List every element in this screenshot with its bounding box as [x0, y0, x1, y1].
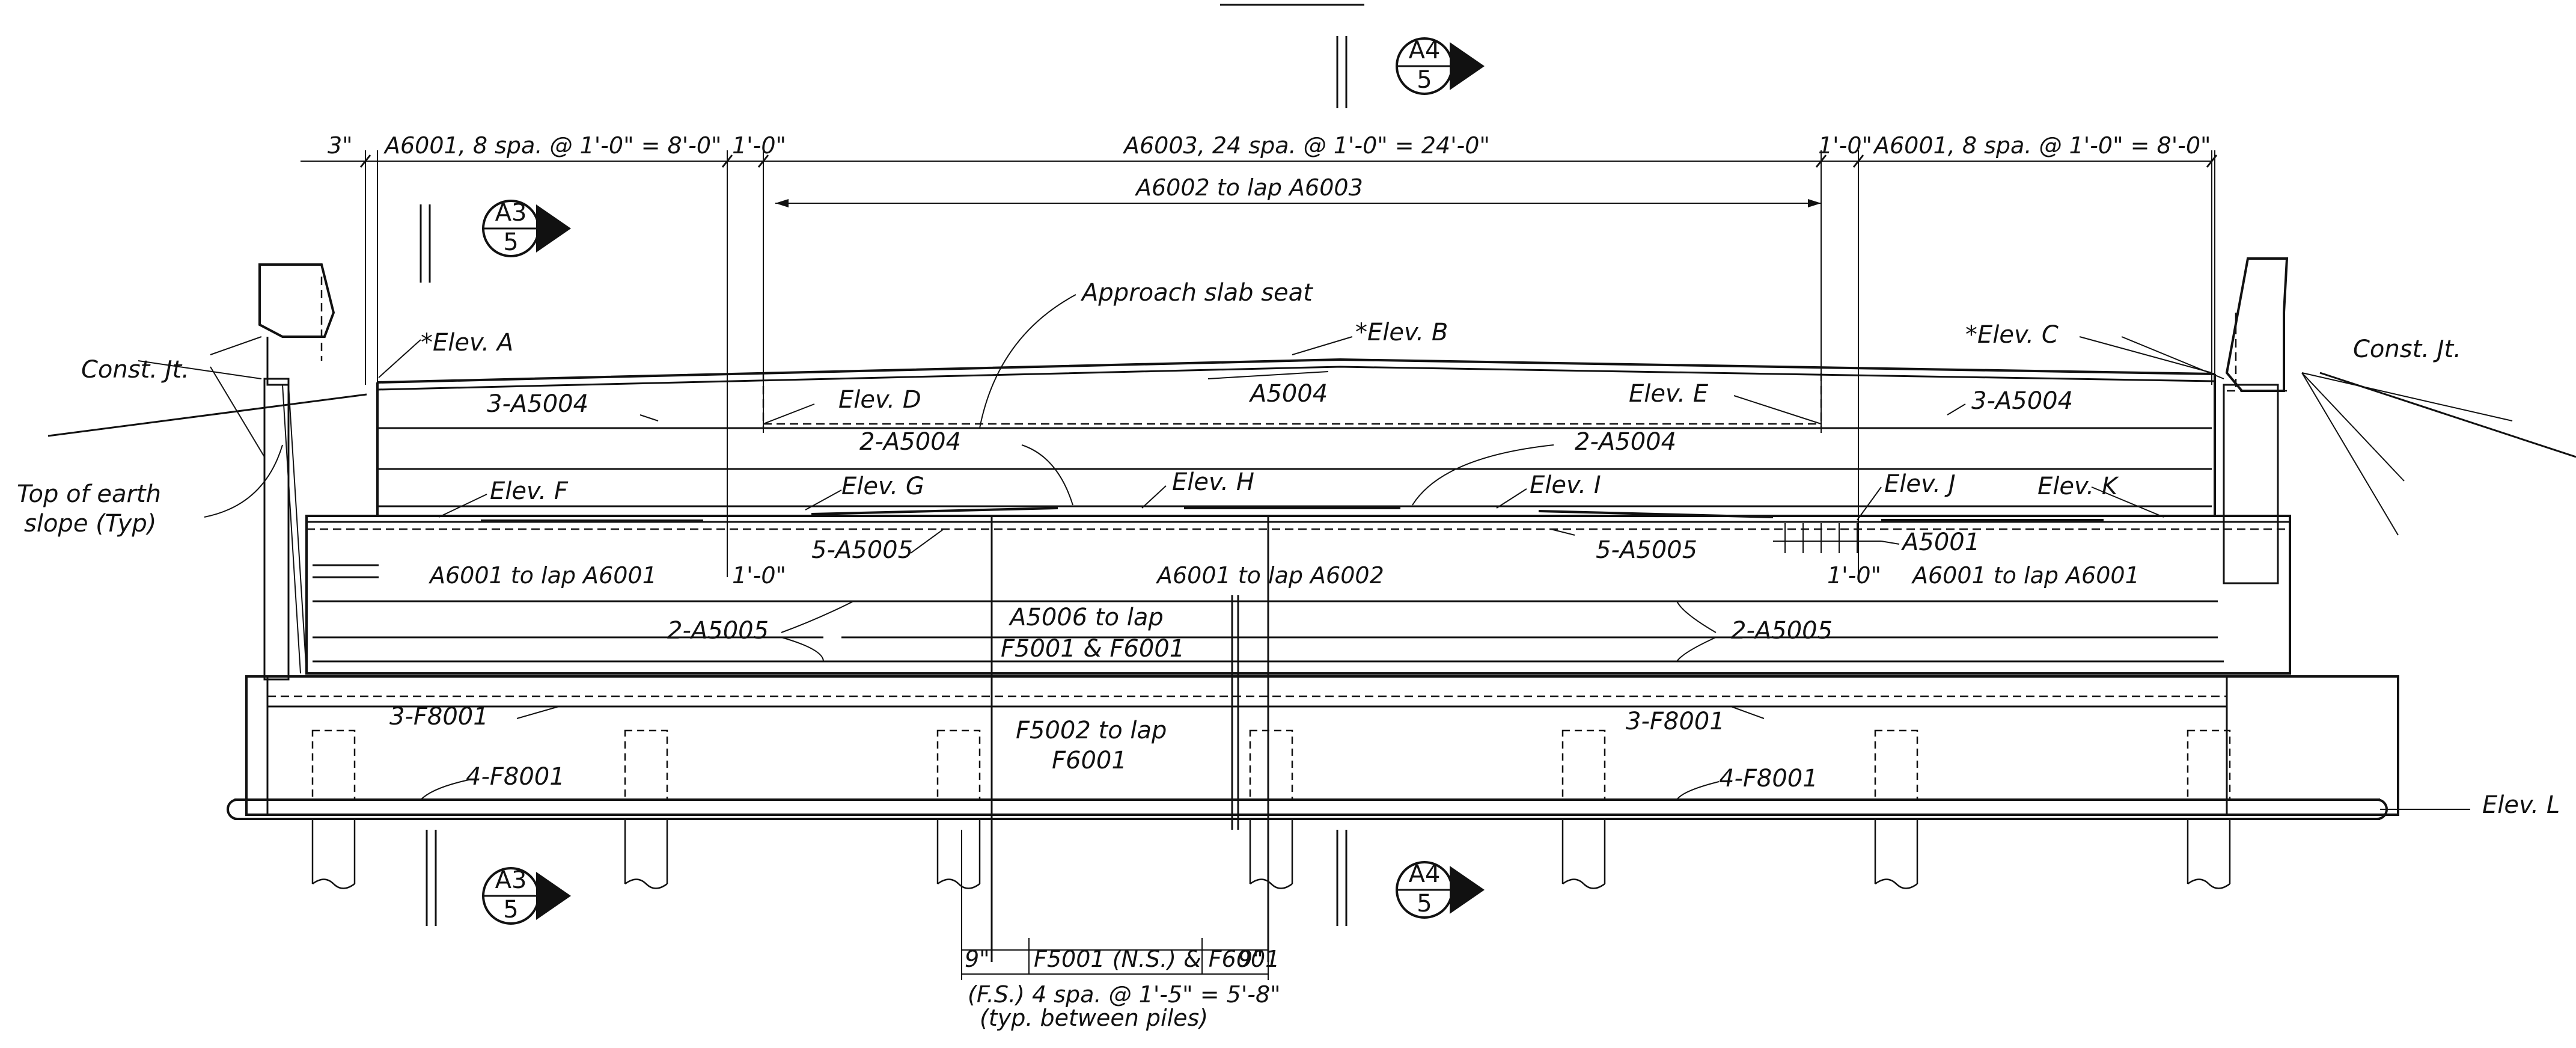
- section-number: 5: [1417, 66, 1432, 94]
- label-const-jt-left: Const. Jt.: [81, 356, 189, 384]
- label-bar-f5002-line2: F6001: [1052, 747, 1127, 774]
- label-elev-f: Elev. F: [490, 477, 569, 505]
- section-number: 5: [1417, 890, 1432, 918]
- label-elev-e: Elev. E: [1629, 380, 1709, 408]
- section-letter: A4: [1409, 860, 1441, 888]
- label-bar-a5006-line2: F5001 & F6001: [1001, 635, 1185, 663]
- section-letter: A3: [495, 199, 527, 227]
- dim-1ft-c: 1'-0": [732, 562, 786, 589]
- dim-left-spacing: A6001, 8 spa. @ 1'-0" = 8'-0": [383, 132, 722, 159]
- dim-1ft-a: 1'-0": [732, 132, 786, 159]
- label-bar-a5004: A5004: [1248, 380, 1328, 408]
- label-elev-h: Elev. H: [1172, 468, 1254, 496]
- label-elev-c: *Elev. C: [1965, 321, 2059, 349]
- earth-slope-lines: [47, 336, 2576, 536]
- label-bar-2-a5004-right: 2-A5004: [1575, 428, 1676, 456]
- label-elev-l: Elev. L: [2482, 791, 2560, 819]
- piles: [311, 729, 2231, 889]
- section-marker-top[interactable]: A4 5: [1336, 36, 1485, 108]
- section-letter: A4: [1409, 37, 1441, 64]
- label-bar-f5002-line1: F5002 to lap: [1016, 717, 1167, 744]
- dim-lap-left: A6001 to lap A6001: [428, 562, 657, 589]
- leader-lines: [378, 294, 2224, 800]
- label-bar-a5006-line1: A5006 to lap: [1008, 604, 1164, 631]
- dim-lap-center: A6001 to lap A6002: [1155, 562, 1384, 589]
- label-elev-i: Elev. I: [1530, 471, 1601, 499]
- label-top-of-earth-line1: Top of earth: [17, 480, 161, 508]
- label-approach-slab-seat: Approach slab seat: [1080, 279, 1313, 307]
- left-wingwall: [258, 263, 335, 681]
- label-elev-j: Elev. J: [1884, 470, 1956, 498]
- label-elev-a: *Elev. A: [421, 329, 513, 357]
- footing: [227, 675, 2470, 820]
- section-number: 5: [503, 228, 518, 256]
- dim-3in: 3": [328, 132, 353, 159]
- dim-center-spacing: A6003, 24 spa. @ 1'-0" = 24'-0": [1122, 132, 1490, 159]
- dim-typ: (typ. between piles): [980, 1005, 1208, 1031]
- dim-9in-b: 9": [1238, 946, 1263, 972]
- label-elev-b: *Elev. B: [1355, 319, 1448, 346]
- section-letter: A3: [495, 866, 527, 894]
- dim-9in-a: 9": [965, 946, 990, 972]
- section-marker-left-bottom[interactable]: A3 5: [426, 830, 571, 926]
- label-elev-g: Elev. G: [841, 473, 924, 500]
- dimension-lines: [301, 150, 2218, 577]
- backwall-outline: [376, 358, 2216, 522]
- label-bar-5-a5005-right: 5-A5005: [1596, 536, 1697, 564]
- dim-fs: (F.S.) 4 spa. @ 1'-5" = 5'-8": [968, 981, 1281, 1008]
- dim-1ft-b: 1'-0": [1818, 132, 1872, 159]
- dim-f5001: F5001 (N.S.) & F6001: [1034, 946, 1280, 972]
- label-bar-2-a5004-left: 2-A5004: [859, 428, 961, 456]
- label-bar-3-a5004-right: 3-A5004: [1971, 387, 2073, 415]
- label-top-of-earth-line2: slope (Typ): [24, 510, 156, 538]
- label-bar-3-f8001-left: 3-F8001: [389, 703, 489, 731]
- section-marker-left-top[interactable]: A3 5: [420, 199, 571, 283]
- label-bar-2-a5005-left: 2-A5005: [667, 617, 769, 645]
- pile-spacing-dimension: [961, 830, 1269, 980]
- dim-lap-top: A6002 to lap A6003: [1134, 174, 1363, 201]
- label-bar-3-a5004-left: 3-A5004: [487, 390, 588, 418]
- label-elev-d: Elev. D: [838, 386, 921, 414]
- section-number: 5: [503, 896, 518, 924]
- cap-body: [305, 515, 2291, 962]
- right-wingwall: [2223, 257, 2289, 584]
- dim-lap-right: A6001 to lap A6001: [1911, 562, 2140, 589]
- dim-1ft-d: 1'-0": [1827, 562, 1881, 589]
- label-bar-4-f8001-left: 4-F8001: [466, 763, 565, 791]
- dim-right-spacing: A6001, 8 spa. @ 1'-0" = 8'-0": [1872, 132, 2211, 159]
- label-bar-5-a5005-left: 5-A5005: [811, 536, 913, 564]
- label-bar-3-f8001-right: 3-F8001: [1626, 708, 1725, 735]
- label-bar-2-a5005-right: 2-A5005: [1731, 617, 1833, 645]
- label-bar-4-f8001-right: 4-F8001: [1719, 765, 1818, 792]
- label-bar-a5001: A5001: [1900, 529, 1980, 556]
- label-elev-k: Elev. K: [2037, 473, 2119, 500]
- label-const-jt-right: Const. Jt.: [2353, 336, 2461, 363]
- section-marker-bottom-center[interactable]: A4 5: [1336, 830, 1485, 926]
